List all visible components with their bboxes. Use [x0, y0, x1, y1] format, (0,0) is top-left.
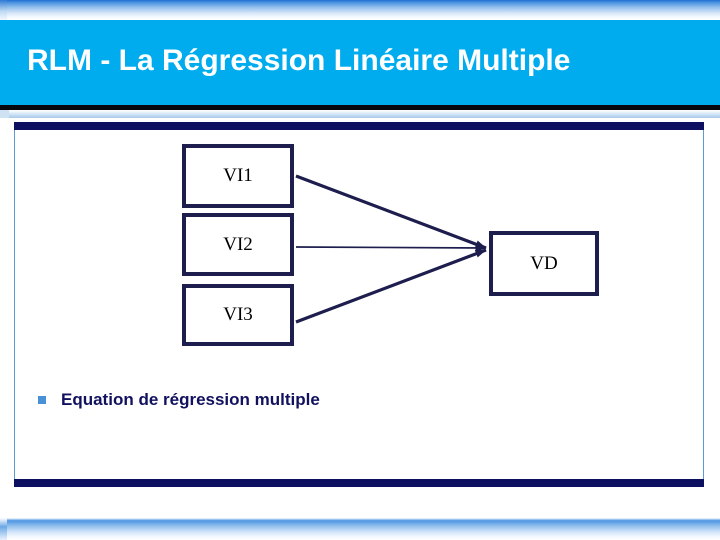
slide-title: RLM - La Régression Linéaire Multiple — [27, 44, 571, 77]
diagram-node-vi3-label: VI3 — [223, 304, 253, 325]
header-top-gradient-strip — [0, 0, 720, 20]
content-frame-top-bar — [14, 122, 704, 130]
footer-gradient-strip — [0, 518, 720, 540]
bullet-item-label: Equation de régression multiple — [61, 390, 320, 409]
diagram-node-vi2: VI2 — [182, 213, 294, 276]
content-frame-body — [14, 130, 704, 479]
diagram-node-vd: VD — [489, 231, 599, 296]
diagram-node-vi2-label: VI2 — [223, 233, 253, 255]
bullet-item-equation: Equation de régression multiple — [38, 387, 320, 413]
diagram-node-vd-label: VD — [530, 252, 558, 274]
header-top-gradient-left-cap — [0, 0, 7, 20]
diagram-node-vi1-label: VI1 — [223, 165, 253, 186]
footer-gradient-left-cap — [0, 518, 7, 540]
header-band — [0, 20, 720, 105]
header-divider-light — [0, 110, 720, 118]
diagram-node-vi1: VI1 — [182, 144, 294, 208]
content-frame-bottom-bar — [14, 479, 704, 487]
square-bullet-icon — [38, 396, 46, 404]
diagram-node-vi3: VI3 — [182, 284, 294, 346]
header-divider-light-cap — [0, 110, 9, 118]
header-divider-dark — [0, 105, 720, 110]
